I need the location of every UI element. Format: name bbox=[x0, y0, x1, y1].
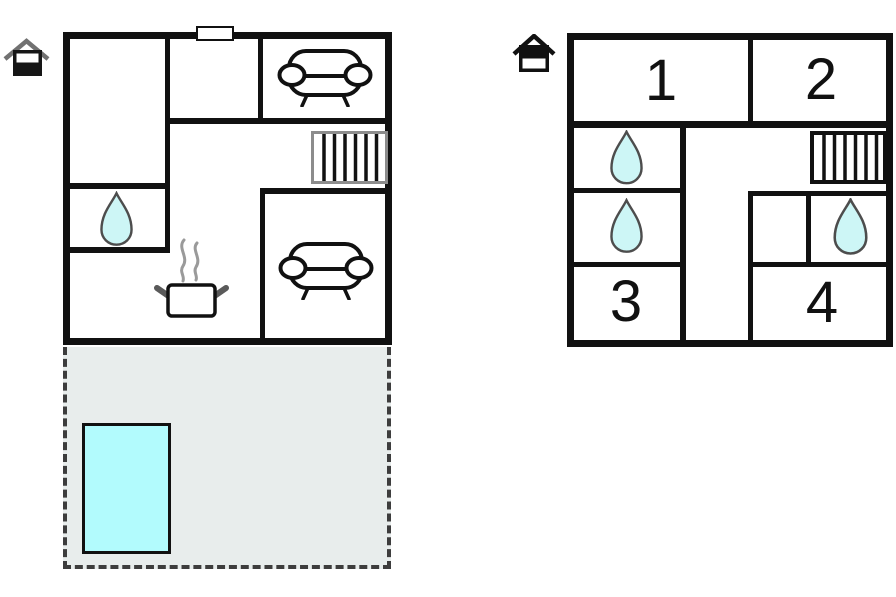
wall bbox=[260, 188, 392, 194]
wall bbox=[680, 121, 686, 347]
room-2-label: 2 bbox=[804, 47, 838, 112]
sofa-icon bbox=[277, 47, 373, 107]
wall bbox=[258, 32, 263, 124]
wall bbox=[567, 121, 893, 128]
sofa-icon bbox=[278, 240, 374, 300]
wall bbox=[260, 188, 265, 345]
room-1-label: 1 bbox=[644, 48, 678, 113]
stairs-icon bbox=[311, 131, 388, 184]
wall bbox=[748, 191, 893, 196]
wall bbox=[63, 183, 168, 189]
wall bbox=[806, 191, 811, 267]
water-drop-icon bbox=[610, 130, 643, 185]
wall bbox=[748, 262, 893, 267]
water-drop-icon bbox=[100, 191, 133, 247]
house-upper-floor-icon bbox=[512, 34, 556, 72]
pool bbox=[82, 423, 171, 554]
stairs-icon bbox=[810, 131, 887, 184]
water-drop-icon bbox=[610, 198, 643, 254]
terrace-area bbox=[63, 347, 391, 569]
wall bbox=[748, 191, 753, 347]
wall bbox=[165, 32, 170, 253]
room-4-label: 4 bbox=[805, 270, 839, 335]
wall bbox=[63, 247, 170, 253]
wall bbox=[567, 188, 686, 193]
water-drop-icon bbox=[833, 198, 868, 255]
wall bbox=[165, 118, 392, 124]
window-icon bbox=[196, 26, 234, 41]
cooking-pot-icon bbox=[154, 238, 229, 318]
house-ground-floor-icon bbox=[3, 38, 50, 76]
wall bbox=[748, 33, 753, 128]
room-3-label: 3 bbox=[609, 269, 643, 334]
wall bbox=[567, 262, 686, 267]
